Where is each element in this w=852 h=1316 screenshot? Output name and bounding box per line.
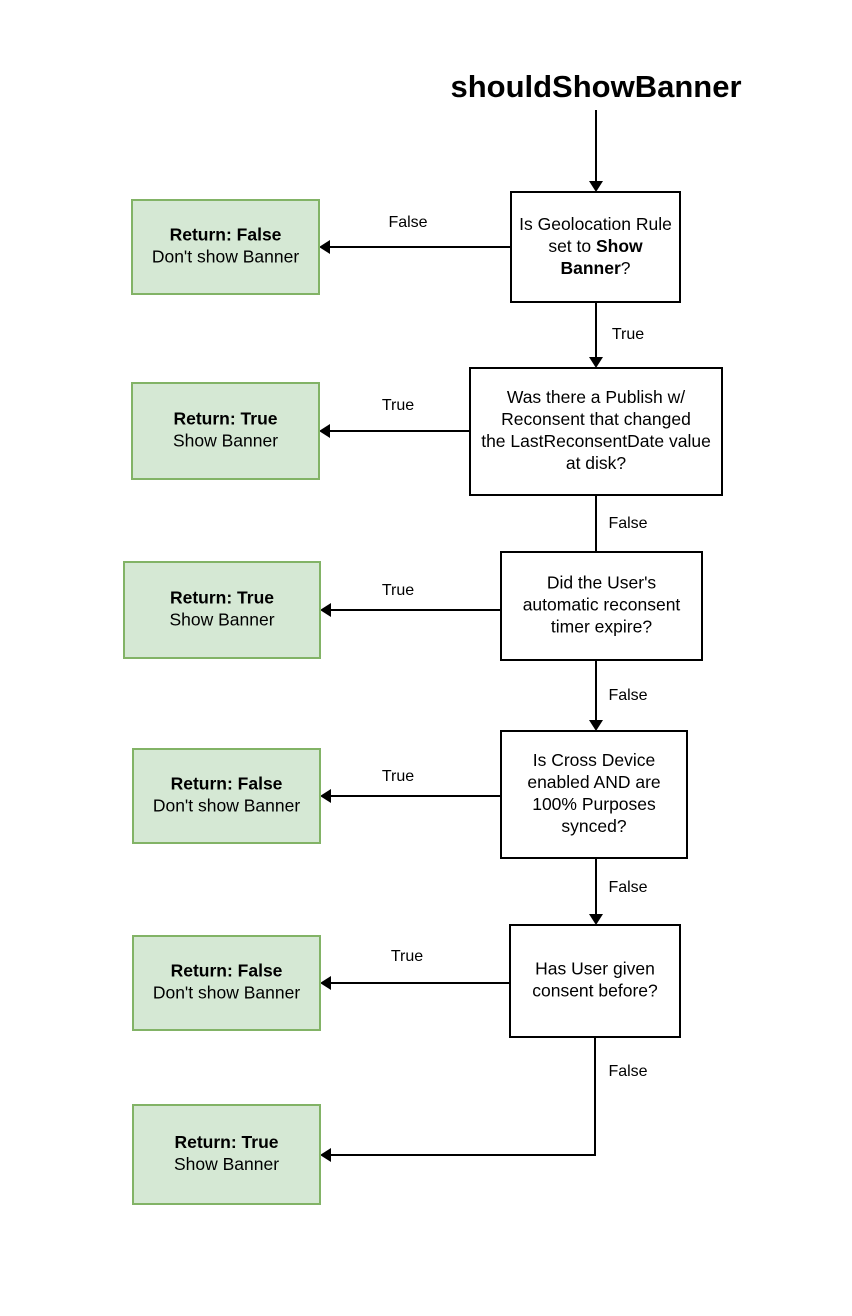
title-layer: shouldShowBanner	[450, 69, 741, 104]
decision-text-line: 100% Purposes	[532, 794, 656, 814]
decision-text-line: Reconsent that changed	[501, 409, 691, 429]
decision-text-line: set to Show	[548, 236, 643, 256]
terminal-subtext: Don't show Banner	[152, 247, 299, 267]
terminal-subtext: Don't show Banner	[153, 983, 300, 1003]
edge-geolocation-true: True	[589, 302, 644, 368]
edge-prior-consent-true: True	[320, 948, 510, 990]
decision-text-line: enabled AND are	[527, 772, 660, 792]
edge-label: True	[382, 582, 414, 599]
edge-label: True	[382, 768, 414, 785]
terminal-box[interactable]	[131, 382, 320, 480]
arrowhead-icon	[320, 789, 331, 803]
arrowhead-icon	[319, 240, 330, 254]
decision-text-line: Is Geolocation Rule	[519, 214, 672, 234]
edge-label: False	[608, 687, 647, 704]
edges-layer: FalseTrueTrueFalseTrueFalseTrueFalseTrue…	[319, 110, 648, 1162]
arrowhead-icon	[589, 181, 603, 192]
terminal-box[interactable]	[132, 1104, 321, 1205]
edge-prior-consent-false: False	[320, 1037, 648, 1162]
decision-text-line: Banner?	[560, 258, 630, 278]
decision-text-line: synced?	[561, 816, 626, 836]
edge-label: False	[608, 515, 647, 532]
decision-box[interactable]	[500, 730, 688, 859]
terminal-box[interactable]	[132, 748, 321, 844]
terminal-subtext: Show Banner	[173, 431, 278, 451]
decision-text-line: automatic reconsent	[523, 595, 681, 615]
edge-label: False	[388, 214, 427, 231]
terminal-heading: Return: True	[170, 588, 274, 608]
edge-label: True	[382, 397, 414, 414]
edge-label: True	[612, 326, 644, 343]
decision-text-line: Was there a Publish w/	[507, 387, 685, 407]
decision-text-line: Did the User's	[547, 573, 657, 593]
decision-box[interactable]	[509, 924, 681, 1038]
edge-timer-true: True	[320, 582, 501, 617]
edge-label: False	[608, 1063, 647, 1080]
terminal-subtext: Show Banner	[169, 610, 274, 630]
edge-geolocation-false: False	[319, 214, 511, 254]
arrowhead-icon	[319, 424, 330, 438]
decision-box[interactable]	[500, 551, 703, 661]
decision-text-line: Is Cross Device	[533, 750, 656, 770]
terminal-box[interactable]	[123, 561, 321, 659]
edge-entry	[589, 110, 603, 192]
terminal-heading: Return: False	[171, 961, 283, 981]
terminal-box[interactable]	[131, 199, 320, 295]
edge-cross-device-false: False	[589, 858, 648, 925]
decision-publish-reconsent[interactable]: Was there a Publish w/Reconsent that cha…	[469, 367, 723, 496]
terminal-subtext: Show Banner	[174, 1154, 279, 1174]
terminal-heading: Return: False	[171, 774, 283, 794]
arrowhead-icon	[589, 914, 603, 925]
arrowhead-icon	[589, 357, 603, 368]
terminal-heading: Return: False	[170, 225, 282, 245]
terminal-box[interactable]	[132, 935, 321, 1031]
arrowhead-icon	[589, 720, 603, 731]
edge-publish-reconsent-false: False	[595, 495, 648, 552]
decision-text-line: consent before?	[532, 981, 658, 1001]
terminal-heading: Return: True	[173, 409, 277, 429]
terminal-heading: Return: True	[174, 1132, 278, 1152]
decision-text-line: timer expire?	[551, 617, 652, 637]
decision-box[interactable]	[469, 367, 723, 496]
arrowhead-icon	[320, 1148, 331, 1162]
decision-text-line: at disk?	[566, 453, 627, 473]
edge-cross-device-true: True	[320, 768, 501, 803]
edge-line	[322, 1037, 596, 1156]
edge-timer-false: False	[589, 660, 648, 731]
terminal-subtext: Don't show Banner	[153, 796, 300, 816]
edge-publish-reconsent-true: True	[319, 397, 470, 438]
decision-text-line: Has User given	[535, 959, 655, 979]
edge-label: False	[608, 879, 647, 896]
arrowhead-icon	[320, 603, 331, 617]
arrowhead-icon	[320, 976, 331, 990]
diagram-title: shouldShowBanner	[450, 69, 741, 104]
edge-label: True	[391, 948, 423, 965]
decision-box[interactable]	[510, 191, 681, 303]
decision-text-line: the LastReconsentDate value	[481, 431, 711, 451]
